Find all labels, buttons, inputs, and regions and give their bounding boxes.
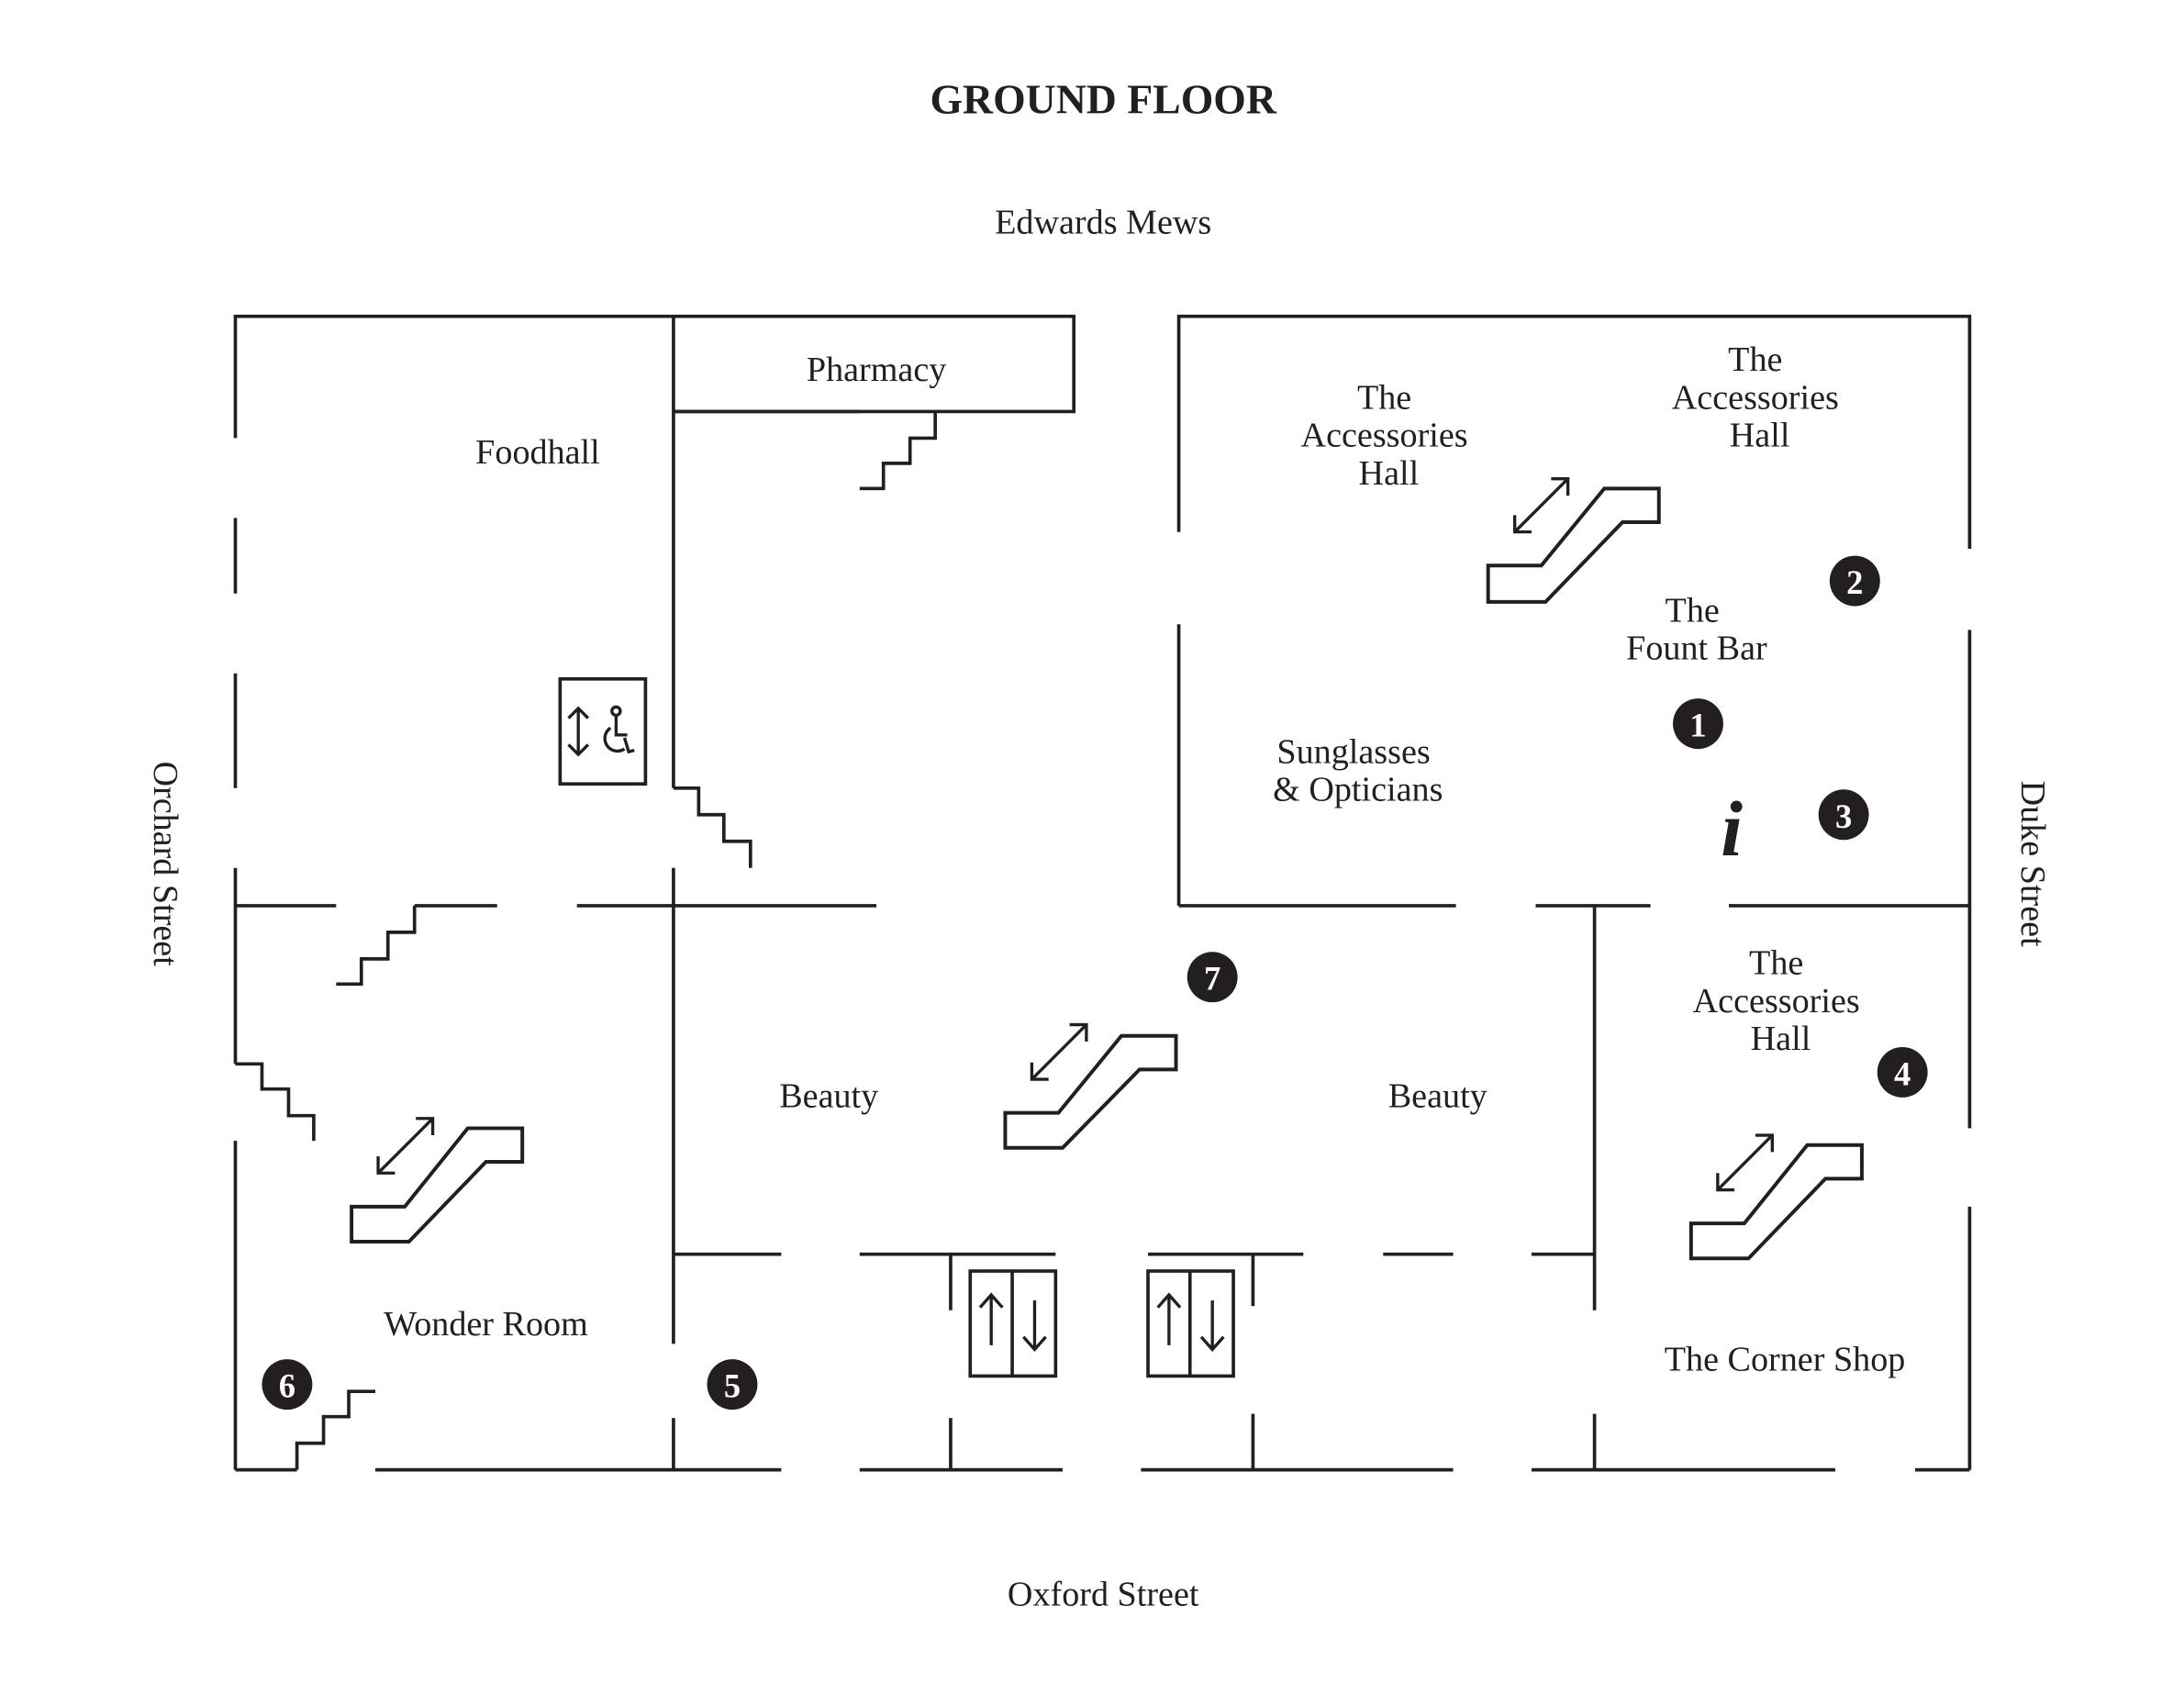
escalator-icon (350, 1117, 525, 1243)
stairs-icon (673, 786, 752, 868)
escalator-icon (1003, 1022, 1178, 1150)
dept-accessories-hall: The Accessories Hall (1301, 378, 1477, 492)
lift-icon (968, 1269, 1058, 1378)
street-label-west: Orchard Street (146, 761, 184, 966)
wall (233, 314, 1076, 439)
accessible-lift-icon (558, 676, 648, 786)
dept-sunglasses-opticians: Sunglasses & Opticians (1273, 732, 1443, 809)
stairs-icon (235, 1062, 316, 1142)
stairs-icon (859, 411, 937, 491)
information-icon: i (1721, 786, 1743, 873)
walls (233, 314, 1972, 1472)
svg-text:5: 5 (724, 1367, 741, 1405)
dept-corner-shop: The Corner Shop (1665, 1340, 1906, 1378)
svg-text:4: 4 (1894, 1054, 1911, 1092)
stairs-icon (295, 1389, 376, 1470)
entrance-marker-4: 4 (1877, 1046, 1928, 1098)
stairs-icon (336, 905, 417, 987)
dept-accessories-hall: The Accessories Hall (1672, 340, 1848, 454)
entrance-marker-1: 1 (1673, 698, 1723, 750)
dept-pharmacy: Pharmacy (807, 351, 946, 389)
dept-foodhall: Foodhall (475, 433, 600, 472)
entrance-marker-6: 6 (262, 1359, 313, 1411)
entrance-marker-7: 7 (1187, 952, 1238, 1003)
escalator-icon (1688, 1133, 1864, 1261)
street-label-east: Duke Street (2013, 781, 2052, 947)
svg-text:2: 2 (1846, 563, 1863, 601)
street-label-south: Oxford Street (1008, 1576, 1199, 1614)
dept-fount-bar: The Fount Bar (1626, 591, 1767, 667)
wall (1176, 314, 1972, 549)
svg-text:1: 1 (1689, 707, 1706, 744)
svg-text:3: 3 (1835, 797, 1852, 835)
dept-beauty: Beauty (1388, 1077, 1488, 1116)
svg-text:6: 6 (279, 1367, 295, 1405)
entrance-marker-3: 3 (1818, 789, 1869, 841)
floor-title: GROUND FLOOR (930, 76, 1276, 123)
street-label-north: Edwards Mews (995, 204, 1211, 242)
dept-accessories-hall: The Accessories Hall (1693, 944, 1869, 1058)
dept-beauty: Beauty (779, 1077, 878, 1116)
entrance-marker-2: 2 (1829, 555, 1880, 607)
entrance-marker-5: 5 (707, 1359, 758, 1411)
lift-icon (1146, 1269, 1235, 1378)
escalator-icon (1486, 476, 1661, 604)
svg-text:7: 7 (1204, 960, 1220, 998)
dept-wonder-room: Wonder Room (384, 1305, 588, 1344)
